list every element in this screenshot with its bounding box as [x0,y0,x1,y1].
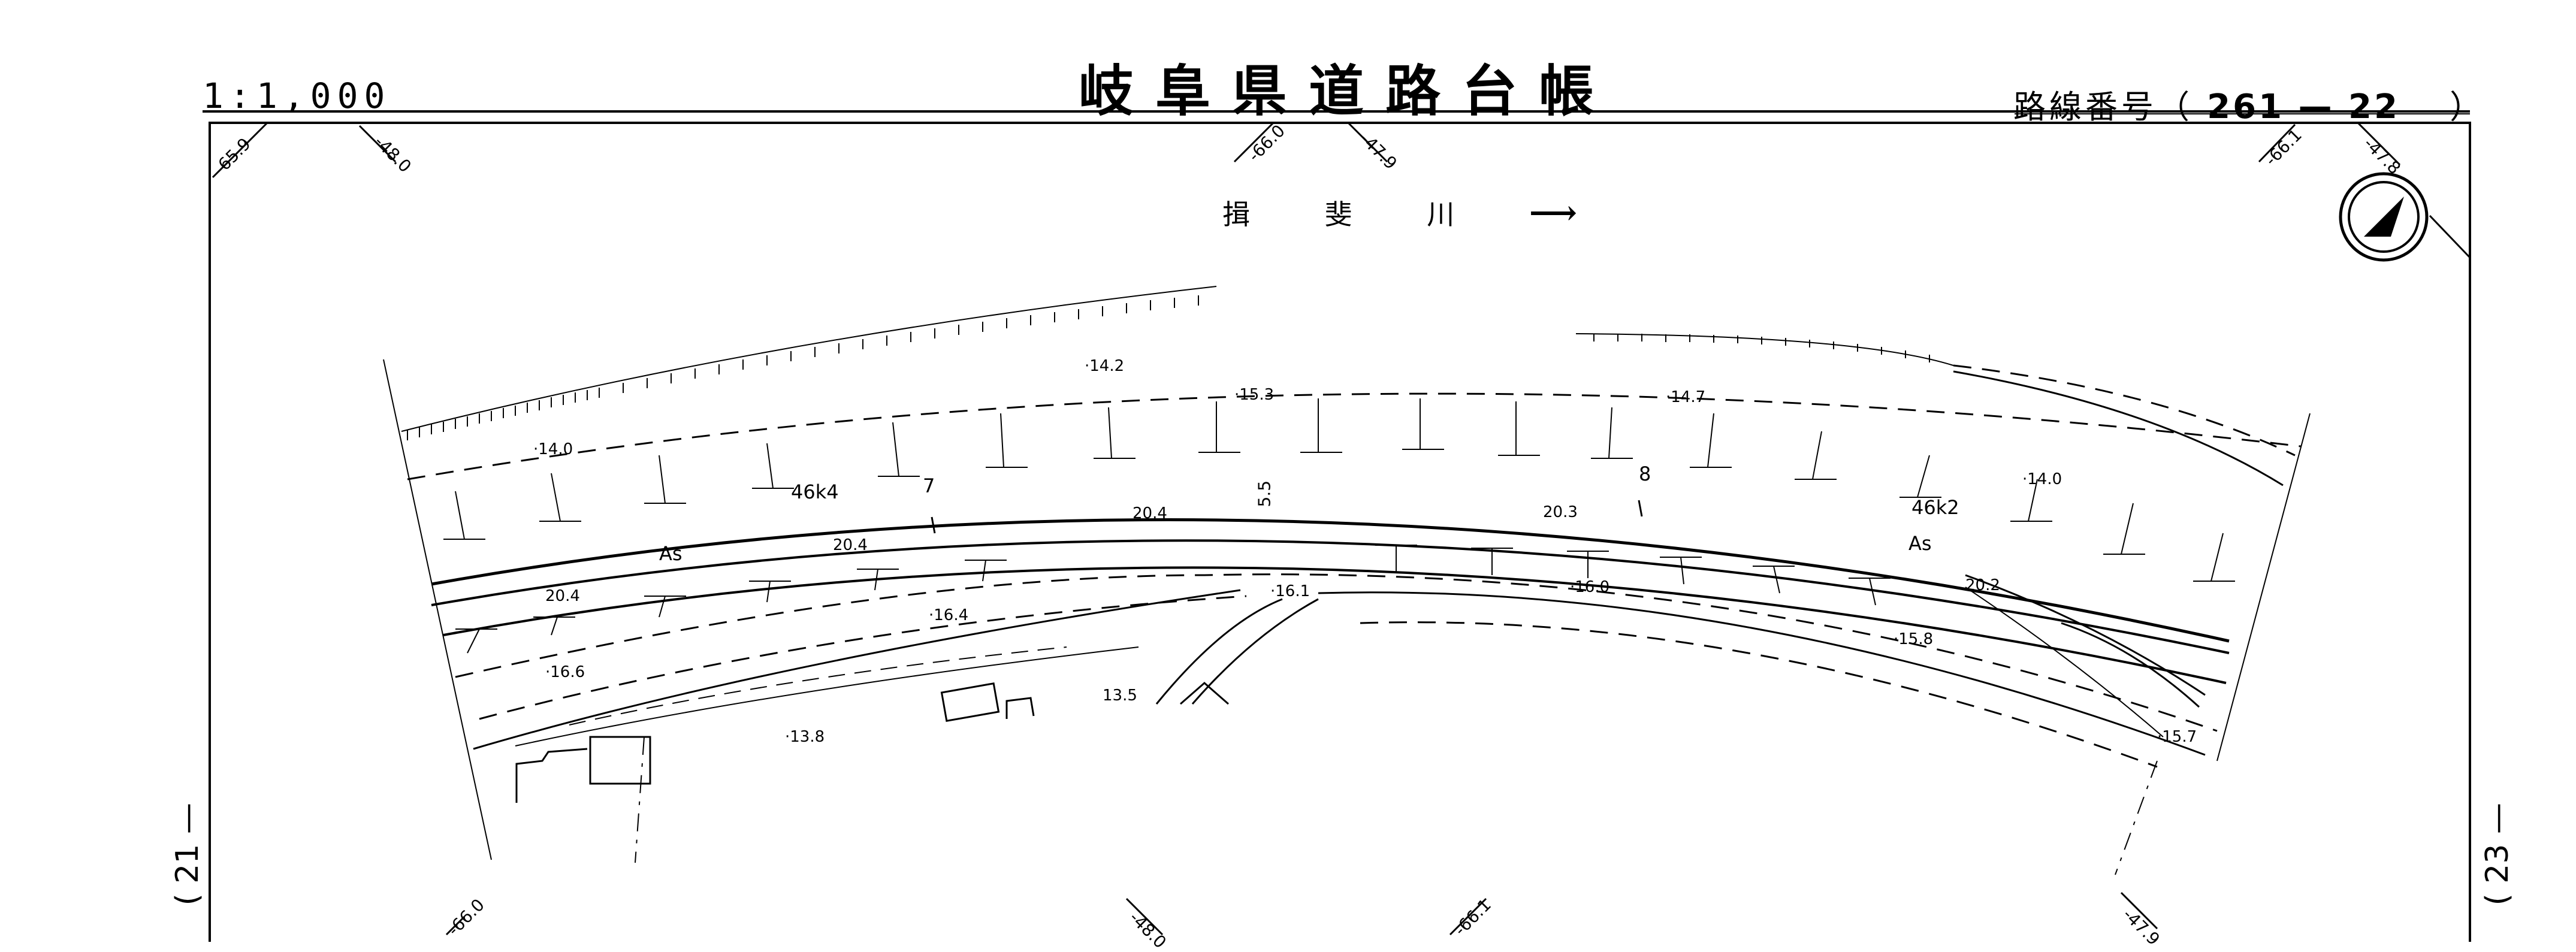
spot-height: ·14.0 [533,440,573,458]
spot-height: 20.4 [1133,504,1167,522]
map-frame [209,122,2471,942]
sheet-ref-right: ( 23 — [2480,803,2515,906]
station-number: 8 [1639,463,1651,485]
station-number: 7 [923,475,935,497]
spot-height: 20.2 [1965,576,2000,594]
spot-height: ·16.6 [545,663,585,681]
spot-height: ·15.8 [1894,630,1934,648]
spot-height: 13.5 [1103,687,1137,705]
spot-height: ·13.8 [785,728,825,746]
road-width-label: 5.5 [1254,480,1275,507]
surface-label: As [1908,532,1932,555]
route-number: 261 — 22 [2207,87,2400,126]
spot-height: 20.3 [1543,503,1578,521]
spot-height: ·16.4 [929,606,969,624]
north-arrow-icon [2339,172,2429,262]
spot-height: ·14.0 [2022,470,2062,488]
river-label: 揖 斐 川 ⟶ [1222,193,1643,232]
spot-height: ·14.7 [1666,388,1706,406]
km-post-label: 46k2 [1911,496,1959,519]
route-number-box: 路線番号（ 261 — 22 ） [2013,80,2486,128]
spot-height: ·16.0 [1570,578,1610,596]
spot-height: 20.4 [545,587,580,605]
spot-height: 20.4 [833,536,868,554]
river-char-1: 揖 [1222,198,1250,231]
spot-height: ·15.7 [2157,728,2197,746]
surface-label: As [659,542,682,565]
spot-height: ·15.3 [1234,386,1275,404]
route-label: 路線番号（ [2013,88,2193,126]
spot-height: ·16.1 [1270,582,1310,600]
route-close: ） [2450,88,2486,126]
spot-height: ·14.2 [1085,357,1125,375]
scale-label: 1:1,000 [203,75,391,116]
km-post-label: 46k4 [791,480,839,503]
sheet-ref-left: ( 21 — [170,803,206,906]
river-flow-arrow-icon: ⟶ [1529,193,1578,232]
page-title: 岐阜県道路台帳 [1079,59,1616,123]
river-char-3: 川 [1427,198,1455,231]
river-char-2: 斐 [1324,198,1352,231]
